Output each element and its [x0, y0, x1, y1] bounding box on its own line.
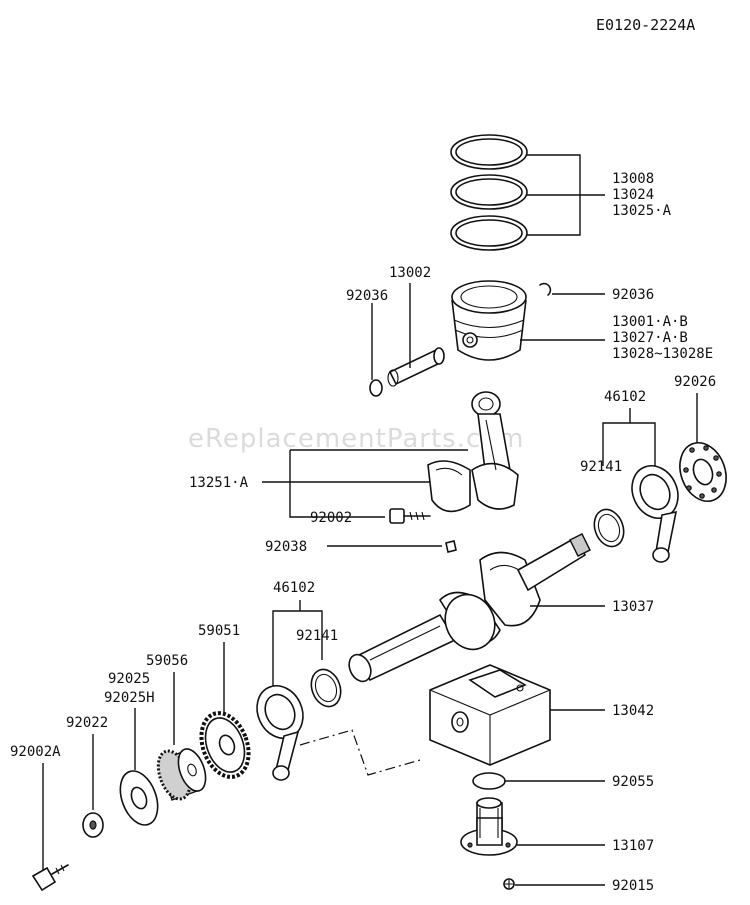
label-bolt-upper: 92002 — [310, 510, 352, 526]
label-piston-2: 13027·A·B — [612, 330, 688, 346]
label-clip-left: 92036 — [346, 288, 388, 304]
piston-rings[interactable] — [450, 134, 528, 251]
crankshaft[interactable] — [345, 533, 591, 685]
label-nut: 92015 — [612, 878, 654, 894]
ring-lower[interactable] — [306, 665, 345, 710]
diagram-id: E0120-2224A — [596, 16, 695, 34]
label-ring-3: 13025·A — [612, 203, 672, 219]
perforated-plate[interactable] — [672, 436, 734, 507]
connecting-rod-right[interactable] — [624, 458, 687, 563]
label-piston-3: 13028~13028E — [612, 346, 713, 362]
label-piston-pin: 13002 — [389, 265, 431, 281]
label-conrod-assy: 13251·A — [189, 475, 249, 491]
label-bolt-lower: 92002A — [10, 744, 61, 760]
key[interactable] — [445, 540, 457, 553]
label-oring: 92055 — [612, 774, 654, 790]
label-ring-2: 13024 — [612, 187, 654, 203]
connecting-rod-lower[interactable] — [249, 678, 312, 781]
label-washer-1: 92025 — [108, 671, 150, 687]
bolt-lower[interactable] — [31, 864, 69, 892]
nut[interactable] — [503, 878, 515, 890]
alignment-line — [299, 729, 421, 776]
label-plate: 92026 — [674, 374, 716, 390]
label-ring-1: 13008 — [612, 171, 654, 187]
balancer-gear[interactable] — [152, 745, 211, 803]
leader-conrod-assy — [262, 449, 468, 518]
shaft[interactable] — [460, 797, 518, 856]
gear[interactable] — [193, 706, 257, 783]
piston-pin[interactable] — [387, 347, 445, 387]
label-ring-lower: 92141 — [296, 628, 338, 644]
label-washer-2: 92025H — [104, 690, 155, 706]
clip-right[interactable] — [539, 282, 552, 296]
washer[interactable] — [113, 766, 164, 830]
label-holder: 13042 — [612, 703, 654, 719]
label-key: 92038 — [265, 539, 307, 555]
washer-small[interactable] — [82, 812, 104, 838]
o-ring[interactable] — [472, 772, 506, 790]
label-crankshaft: 13037 — [612, 599, 654, 615]
connecting-rod-assembly[interactable] — [427, 391, 519, 513]
leader-rings — [527, 154, 605, 236]
label-balancer: 59056 — [146, 653, 188, 669]
label-washer-small: 92022 — [66, 715, 108, 731]
clip-left[interactable] — [369, 379, 383, 397]
label-clip-right: 92036 — [612, 287, 654, 303]
bolt-upper[interactable] — [389, 508, 431, 524]
label-gear: 59051 — [198, 623, 240, 639]
ring-upper[interactable] — [589, 505, 628, 550]
label-ring-upper: 92141 — [580, 459, 622, 475]
label-conrod-lower: 46102 — [273, 580, 315, 596]
label-conrod-upper: 46102 — [604, 389, 646, 405]
leader-conrod-lower — [272, 600, 323, 690]
leader-conrod-upper — [602, 408, 656, 470]
holder[interactable] — [429, 664, 551, 766]
label-shaft: 13107 — [612, 838, 654, 854]
piston[interactable] — [451, 280, 527, 361]
watermark: eReplacementParts.com — [188, 424, 525, 454]
label-piston-1: 13001·A·B — [612, 314, 688, 330]
